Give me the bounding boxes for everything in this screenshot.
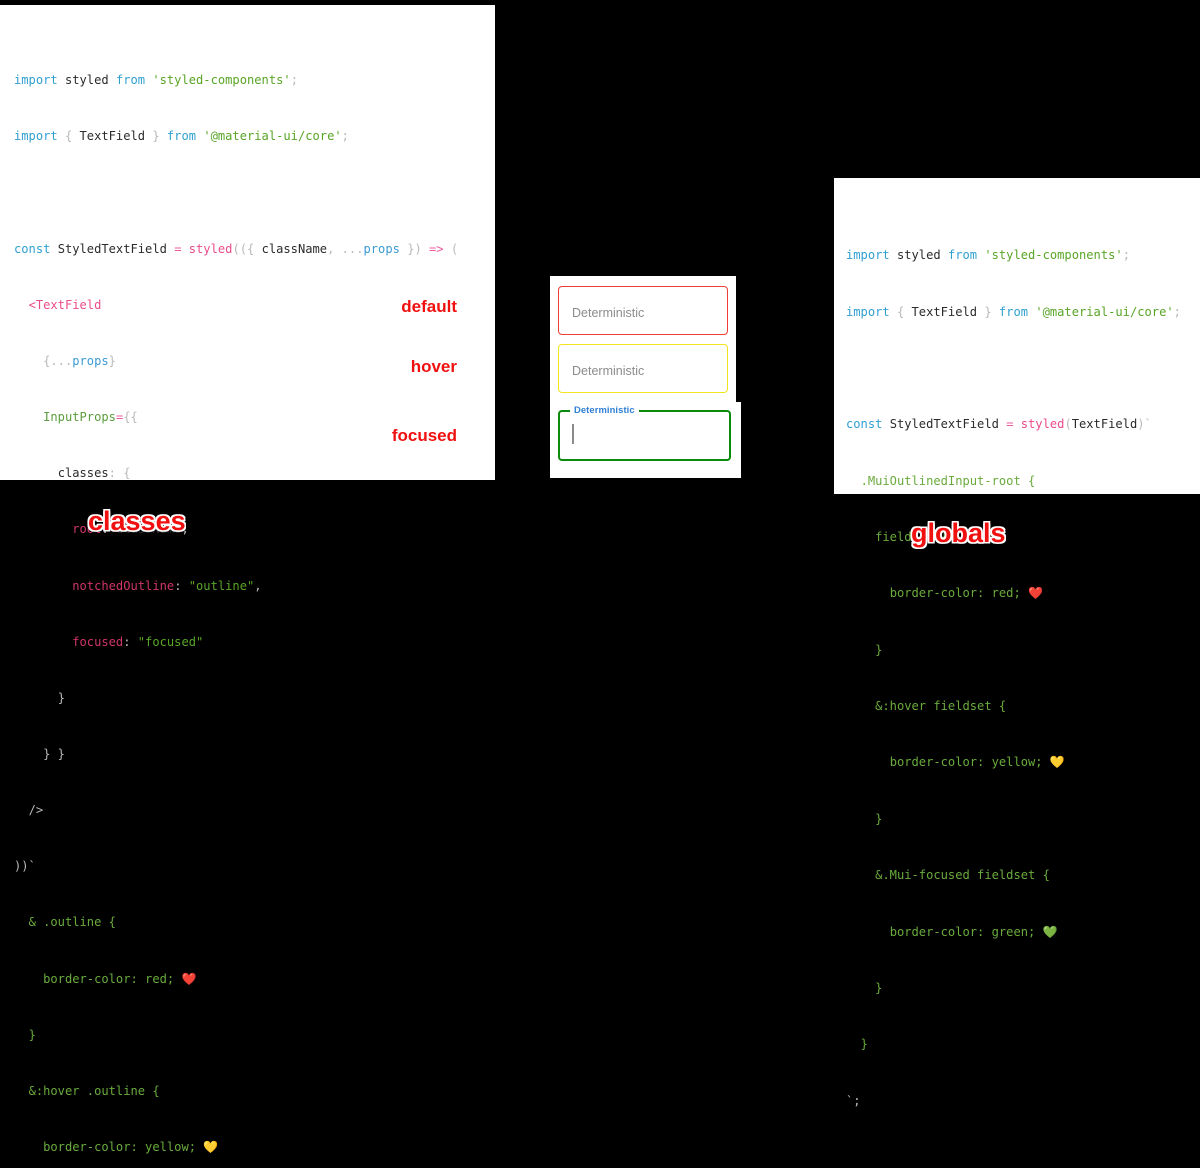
code-line: } (860, 1037, 868, 1052)
textfield-focused-floating-label: Deterministic (570, 405, 639, 415)
code-line: } } (43, 746, 65, 761)
code-panel-classes: import styled from 'styled-components'; … (0, 5, 495, 1154)
textfield-demo-panel: Deterministic Deterministic Deterministi… (550, 276, 741, 478)
code-line: fieldset { (875, 530, 948, 545)
textfield-focused[interactable] (558, 410, 731, 461)
code-line: import styled from 'styled-components'; (846, 248, 1130, 263)
red-heart-icon: ❤️ (181, 971, 197, 986)
code-line-blank (846, 359, 1200, 378)
caption-classes: classes (88, 506, 186, 536)
code-line: import { TextField } from '@material-ui/… (14, 129, 349, 144)
yellow-heart-icon: 💛 (1049, 755, 1065, 770)
textfield-hover[interactable]: Deterministic (558, 344, 728, 393)
code-line: &:hover fieldset { (875, 699, 1007, 714)
code-line: import styled from 'styled-components'; (14, 73, 298, 88)
code-line: &:hover .outline { (28, 1083, 160, 1098)
code-line: .MuiOutlinedInput-root { (860, 473, 1036, 488)
code-line: border-color: red; ❤️ (43, 971, 197, 986)
text-caret (572, 424, 574, 444)
code-line: } (875, 642, 883, 657)
annotation-default: default (401, 297, 457, 316)
code-line: border-color: yellow; 💛 (889, 755, 1065, 770)
code-line: <TextField (28, 297, 102, 312)
annotation-hover: hover (410, 357, 457, 376)
code-line: } (28, 1027, 36, 1042)
code-line: import { TextField } from '@material-ui/… (846, 304, 1181, 319)
code-line: InputProps={{ (43, 410, 138, 425)
annotation-focused: focused (391, 426, 457, 445)
green-heart-icon: 💚 (1042, 924, 1058, 939)
yellow-heart-icon: 💛 (203, 1140, 219, 1155)
code-line: border-color: green; 💚 (889, 924, 1058, 939)
code-line: &.Mui-focused fieldset { (875, 868, 1050, 883)
code-line: notchedOutline: "outline", (72, 578, 262, 593)
code-line: const StyledTextField = styled(TextField… (846, 417, 1152, 432)
code-line: const StyledTextField = styled(({ classN… (14, 241, 459, 256)
code-line: & .outline { (28, 915, 116, 930)
code-line: } (875, 980, 883, 995)
code-line: ))` (14, 859, 36, 874)
red-heart-icon: ❤️ (1028, 586, 1043, 601)
code-line: `; (846, 1093, 861, 1108)
textfield-hover-placeholder: Deterministic (572, 364, 645, 378)
textfield-default[interactable]: Deterministic (558, 286, 728, 335)
code-line-blank (14, 183, 495, 202)
code-panel-globals: import styled from 'styled-components'; … (834, 178, 1200, 1108)
code-line: root: className, (72, 522, 189, 537)
code-line: /> (28, 803, 44, 818)
code-line: border-color: yellow; 💛 (43, 1140, 219, 1155)
code-line: } (875, 811, 883, 826)
code-line: } (57, 690, 65, 705)
textfield-default-placeholder: Deterministic (572, 306, 645, 320)
caption-globals: globals (911, 518, 1006, 548)
code-line: classes: { (57, 466, 131, 481)
code-line: {...props} (43, 353, 116, 368)
code-line: border-color: red; ❤️ (889, 586, 1043, 601)
code-line: focused: "focused" (72, 634, 204, 649)
